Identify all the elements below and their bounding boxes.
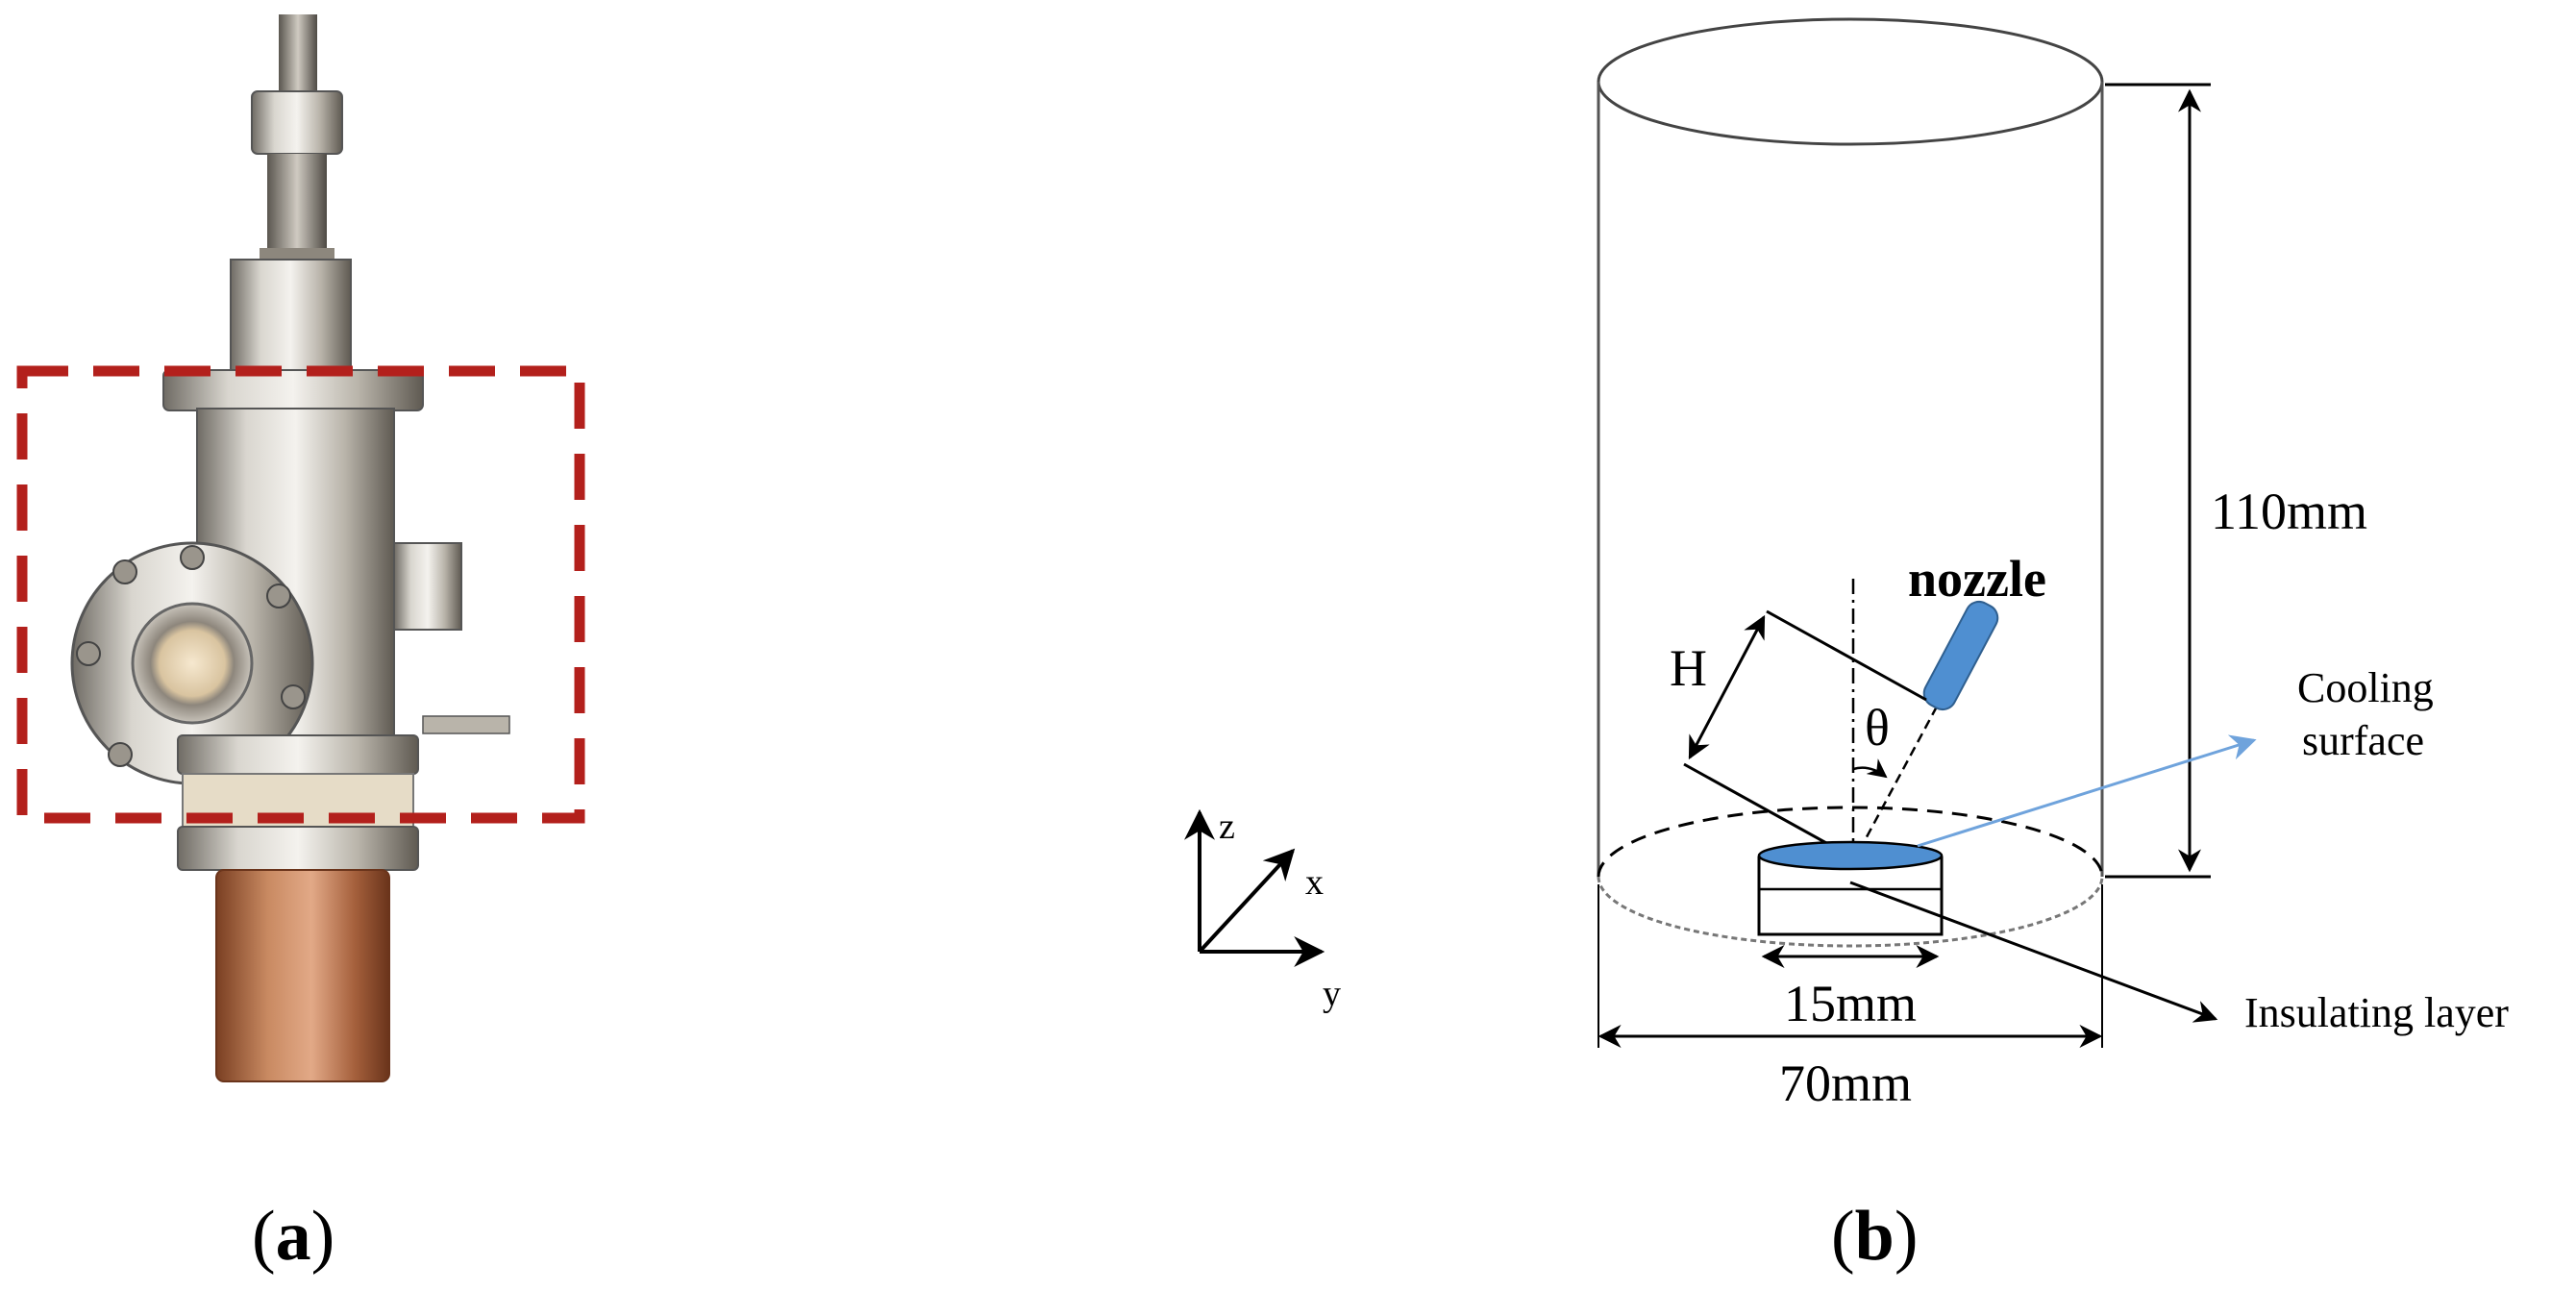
region-highlight-frame	[16, 365, 585, 824]
base-flange	[177, 826, 419, 871]
axis-indicator: z x y	[1184, 807, 1341, 1014]
cooling-assembly	[1757, 840, 1944, 936]
h-arrow	[1688, 614, 1766, 760]
nozzle	[1922, 600, 1999, 711]
insulating-block	[1757, 856, 1944, 936]
caption-b: (b)	[1831, 1197, 1918, 1276]
diameter-label: 70mm	[1779, 1055, 1912, 1112]
z-axis-label: z	[1219, 807, 1235, 847]
hex-nut-upper	[251, 90, 343, 155]
insulating-pointer-arrow	[1849, 881, 2218, 1023]
top-fitting	[279, 14, 317, 91]
x-axis-arrow	[1198, 848, 1296, 954]
nozzle-axis-line	[1853, 706, 1939, 859]
surface-width-label: 15mm	[1784, 975, 1917, 1032]
right-port	[393, 542, 462, 631]
schematic-cylinder	[1597, 17, 2104, 948]
x-axis-label: x	[1305, 862, 1324, 903]
copper-cylinder	[215, 869, 390, 1082]
caption-a: (a)	[252, 1197, 334, 1276]
cooling-label-line2: surface	[2302, 717, 2424, 764]
lower-flange	[177, 734, 419, 775]
threaded-rod	[267, 154, 327, 250]
h-extension-top	[1766, 609, 1927, 702]
h-label: H	[1670, 639, 1707, 697]
side-tube	[422, 715, 510, 734]
device-photo	[16, 14, 585, 1082]
cooling-surface-disc	[1757, 840, 1944, 871]
cooling-label-line1: Cooling	[2297, 664, 2434, 711]
nozzle-body	[1922, 600, 1999, 711]
upper-collar	[230, 259, 352, 376]
y-axis-label: y	[1323, 974, 1341, 1014]
theta-arc	[1852, 758, 1888, 779]
cylinder-top	[1597, 17, 2104, 146]
h-dimension: H	[1670, 609, 1927, 856]
viewport-window	[131, 602, 254, 725]
height-dimension: 110mm	[2105, 83, 2367, 879]
theta-label: θ	[1865, 699, 1890, 757]
height-label: 110mm	[2211, 483, 2367, 540]
nozzle-label: nozzle	[1908, 550, 2046, 608]
insulating-label: Insulating layer	[2244, 989, 2509, 1036]
cooling-pointer-arrow	[1917, 734, 2257, 848]
h-extension-bottom	[1683, 762, 1846, 856]
